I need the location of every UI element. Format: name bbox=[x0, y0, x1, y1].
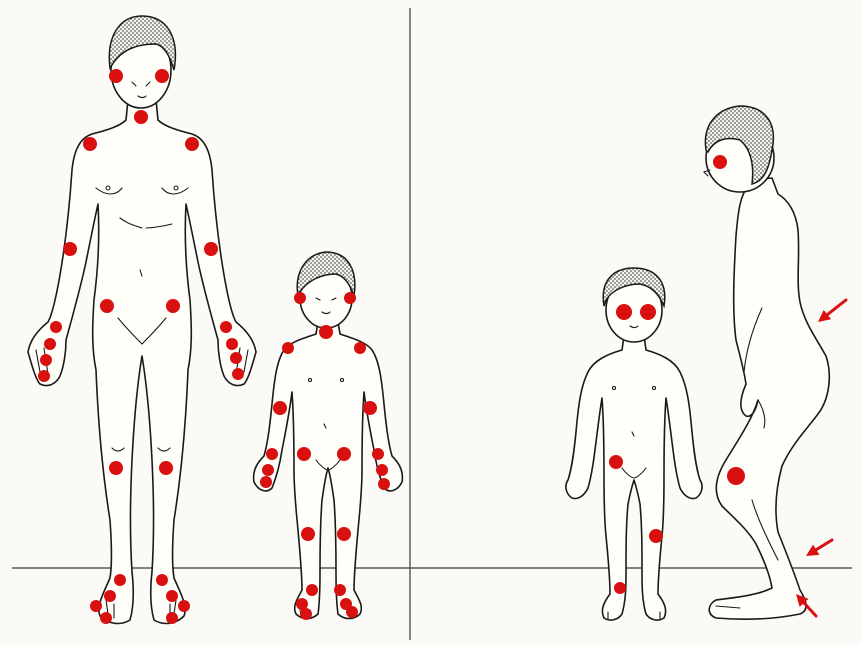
affected-joint-marker bbox=[50, 321, 62, 333]
affected-joint-marker bbox=[727, 467, 745, 485]
affected-joint-marker bbox=[226, 338, 238, 350]
affected-joint-marker bbox=[38, 370, 50, 382]
affected-joint-marker bbox=[337, 447, 351, 461]
affected-joint-marker bbox=[372, 448, 384, 460]
affected-joint-marker bbox=[230, 352, 242, 364]
affected-joint-marker bbox=[262, 464, 274, 476]
affected-joint-marker bbox=[40, 354, 52, 366]
affected-joint-marker bbox=[100, 299, 114, 313]
affected-joint-marker bbox=[354, 342, 366, 354]
affected-joint-marker bbox=[220, 321, 232, 333]
affected-joint-marker bbox=[156, 574, 168, 586]
affected-joint-marker bbox=[713, 155, 727, 169]
affected-joint-marker bbox=[134, 110, 148, 124]
arrow-lower-back bbox=[818, 300, 846, 322]
affected-joint-marker bbox=[166, 299, 180, 313]
affected-joint-marker bbox=[166, 590, 178, 602]
affected-joint-marker bbox=[363, 401, 377, 415]
affected-joint-marker bbox=[185, 137, 199, 151]
adult-woman-figure bbox=[28, 16, 256, 623]
affected-joint-marker bbox=[104, 590, 116, 602]
affected-joint-marker bbox=[63, 242, 77, 256]
affected-joint-marker bbox=[297, 447, 311, 461]
affected-joint-marker bbox=[232, 368, 244, 380]
affected-joint-marker bbox=[378, 478, 390, 490]
affected-joint-marker bbox=[83, 137, 97, 151]
affected-joint-marker bbox=[609, 455, 623, 469]
affected-joint-marker bbox=[282, 342, 294, 354]
affected-joint-marker bbox=[90, 600, 102, 612]
arrow-achilles bbox=[806, 540, 832, 556]
affected-joint-marker bbox=[649, 529, 663, 543]
boy-side-figure bbox=[704, 106, 829, 619]
affected-joint-marker bbox=[260, 476, 272, 488]
affected-joint-marker bbox=[114, 574, 126, 586]
affected-joint-marker bbox=[614, 582, 626, 594]
child-left-figure bbox=[254, 252, 403, 619]
affected-joint-marker bbox=[376, 464, 388, 476]
affected-joint-marker bbox=[273, 401, 287, 415]
affected-joint-marker bbox=[334, 584, 346, 596]
affected-joint-marker bbox=[109, 69, 123, 83]
affected-joint-marker bbox=[155, 69, 169, 83]
affected-joint-marker bbox=[266, 448, 278, 460]
affected-joint-marker bbox=[166, 612, 178, 624]
affected-joint-marker bbox=[306, 584, 318, 596]
affected-joint-marker bbox=[109, 461, 123, 475]
affected-joint-marker bbox=[640, 304, 656, 320]
affected-joint-marker bbox=[100, 612, 112, 624]
affected-joint-marker bbox=[301, 527, 315, 541]
affected-joint-marker bbox=[344, 292, 356, 304]
affected-joint-marker bbox=[204, 242, 218, 256]
affected-joint-marker bbox=[616, 304, 632, 320]
affected-joint-marker bbox=[300, 608, 312, 620]
affected-joint-marker bbox=[159, 461, 173, 475]
affected-joint-marker bbox=[294, 292, 306, 304]
affected-joint-marker bbox=[346, 606, 358, 618]
affected-joint-marker bbox=[337, 527, 351, 541]
affected-joint-marker bbox=[178, 600, 190, 612]
affected-joint-marker bbox=[44, 338, 56, 350]
affected-joint-marker bbox=[319, 325, 333, 339]
child-right-figure bbox=[566, 268, 702, 620]
